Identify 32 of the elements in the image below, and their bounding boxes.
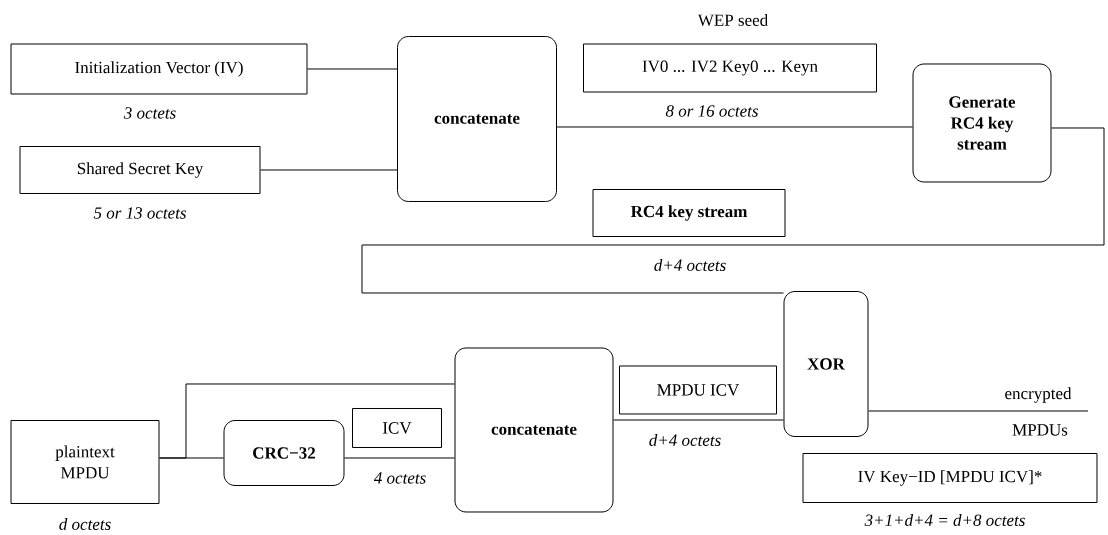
connector-line: [613, 419, 784, 421]
connector-line: [344, 457, 455, 459]
data-box: Initialization Vector (IV): [10, 43, 308, 95]
connector-line: [307, 68, 398, 70]
edge-label: 4 octets: [372, 471, 428, 485]
data-box: IV0 ... IV2 Key0 ... Keyn: [583, 43, 877, 93]
data-box: RC4 key stream: [592, 189, 786, 237]
connector-line: [260, 169, 398, 171]
process-box: Generate RC4 key stream: [912, 63, 1052, 183]
process-box: XOR: [783, 291, 869, 437]
size-label: d octets: [59, 518, 111, 530]
process-box: concatenate: [454, 347, 614, 513]
data-box: IV Key−ID [MPDU ICV]*: [802, 453, 1098, 503]
data-box: ICV: [352, 408, 442, 448]
data-box: MPDU ICV: [619, 365, 777, 415]
connector-line: [159, 457, 224, 459]
connector-line: [868, 410, 1089, 412]
size-label: 3+1+d+4 = d+8 octets: [864, 514, 1025, 526]
data-box: plaintext MPDU: [10, 420, 160, 504]
connector-line: [556, 126, 913, 128]
output-label: MPDUs: [1012, 424, 1068, 436]
data-box: Shared Secret Key: [19, 146, 261, 194]
size-label: 5 or 13 octets: [93, 207, 186, 219]
box-heading: WEP seed: [697, 13, 768, 26]
output-label: encrypted: [1005, 387, 1072, 403]
edge-label: d+4 octets: [647, 433, 723, 447]
size-label: 8 or 16 octets: [665, 105, 758, 117]
edge-label: d+4 octets: [652, 258, 728, 272]
size-label: 3 octets: [123, 107, 176, 119]
connector-line: [361, 127, 1105, 294]
process-box: concatenate: [397, 36, 557, 202]
process-box: CRC−32: [223, 420, 345, 486]
